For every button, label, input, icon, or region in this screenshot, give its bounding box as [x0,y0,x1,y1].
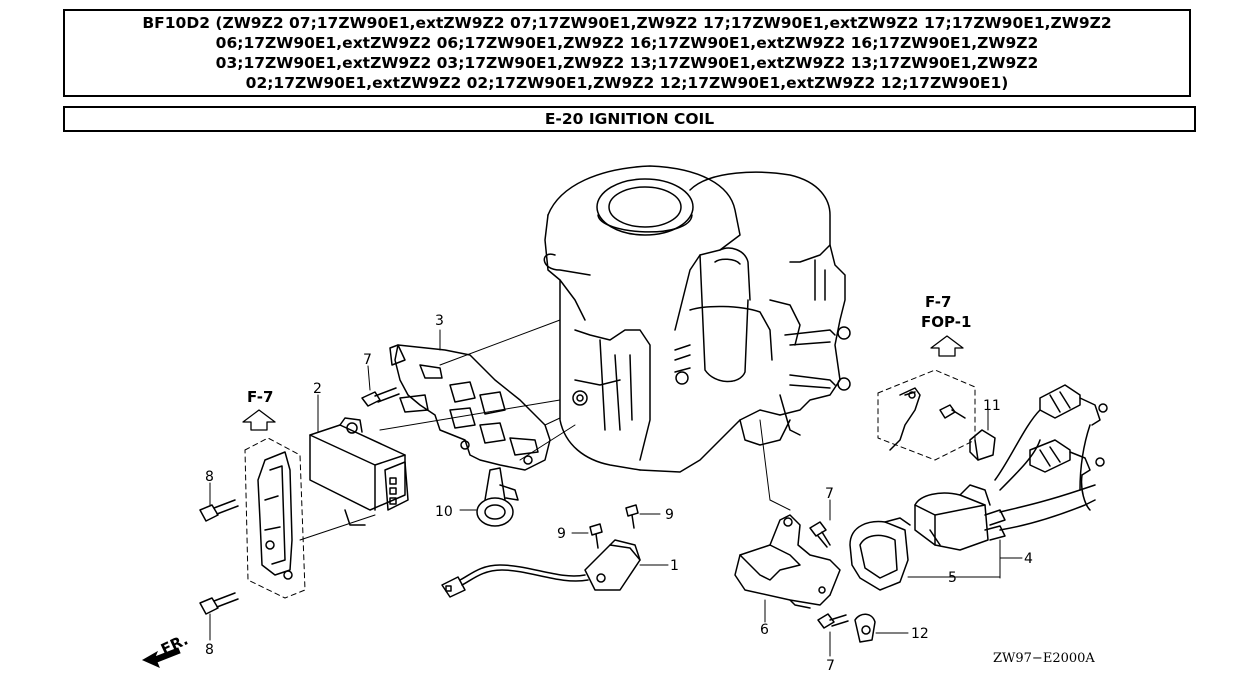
plug-cap-upper-illustration [1039,384,1108,491]
part-number-label: 7 [826,658,835,674]
model-line: 03;17ZW90E1,extZW9Z2 03;17ZW90E1,ZW9Z2 1… [215,54,1039,72]
model-header-box: BF10D2 (ZW9Z2 07;17ZW90E1,extZW9Z2 07;17… [63,9,1191,97]
part-4-coil-illustration [914,484,1096,579]
plug-cap-lower-illustration [1029,439,1105,511]
right-stay-group [877,369,976,461]
diagram-code: ZW97−E2000A [993,651,1095,666]
part-number-label: 5 [948,570,957,586]
part-number-label: 8 [205,469,214,485]
part-12-clip-illustration [854,613,909,643]
model-line: BF10D2 (ZW9Z2 07;17ZW90E1,extZW9Z2 07;17… [142,14,1112,32]
ref-f7-right: F-7 [925,293,951,311]
part-3-plate-illustration [389,329,551,471]
part-number-label: 10 [435,504,453,520]
part-number-label: 6 [760,622,769,638]
parts-diagram: F-7 F-7 FOP-1 1 2 3 4 5 6 7 7 7 8 8 9 9 … [141,165,1108,674]
part-11-clip-illustration [969,409,996,461]
leader-lines [379,319,791,511]
section-title-box: E-20 IGNITION COIL [63,106,1196,132]
arrow-up-icon [242,409,276,431]
bolt-7-top-illustration [361,365,400,407]
ref-fop1: FOP-1 [921,313,971,331]
part-number-label: 7 [825,486,834,502]
model-line: 06;17ZW90E1,extZW9Z2 06;17ZW90E1,ZW9Z2 1… [215,34,1039,52]
bolt-8-top-illustration [199,482,239,522]
left-bracket-group [244,437,376,599]
bolt-8-bottom-illustration [199,592,239,641]
part-number-label: 9 [665,507,674,523]
part-number-label: 9 [557,526,566,542]
part-number-label: 2 [313,381,322,397]
bolt-7-bottom-illustration [817,613,849,657]
part-number-label: 3 [435,313,444,329]
part-number-label: 11 [983,398,1001,414]
front-direction-arrow-icon [141,647,181,668]
ref-f7-left: F-7 [247,388,273,406]
part-6-bracket-illustration [734,514,841,623]
model-line: 02;17ZW90E1,extZW9Z2 02;17ZW90E1,ZW9Z2 1… [245,74,1009,92]
front-direction-label: FR. [158,631,191,659]
part-number-label: 12 [911,626,929,642]
part-2-cdi-unit-illustration [309,394,409,526]
section-title: E-20 IGNITION COIL [544,110,715,128]
part-number-label: 1 [670,558,679,574]
bolt-7-mid-illustration [809,499,831,548]
part-1-sensor-illustration [441,539,669,598]
coil-wire-to-plugs [994,409,1041,491]
part-5-cover-illustration [849,517,1001,591]
engine-block-illustration [543,165,851,473]
arrow-up-icon [930,335,964,357]
part-number-label: 7 [363,352,372,368]
part-10-clamp-illustration [459,467,519,527]
part-number-label: 4 [1024,551,1033,567]
bolt-9-right-illustration [625,504,661,529]
bolt-9-left-illustration [571,523,603,549]
part-number-label: 8 [205,642,214,658]
